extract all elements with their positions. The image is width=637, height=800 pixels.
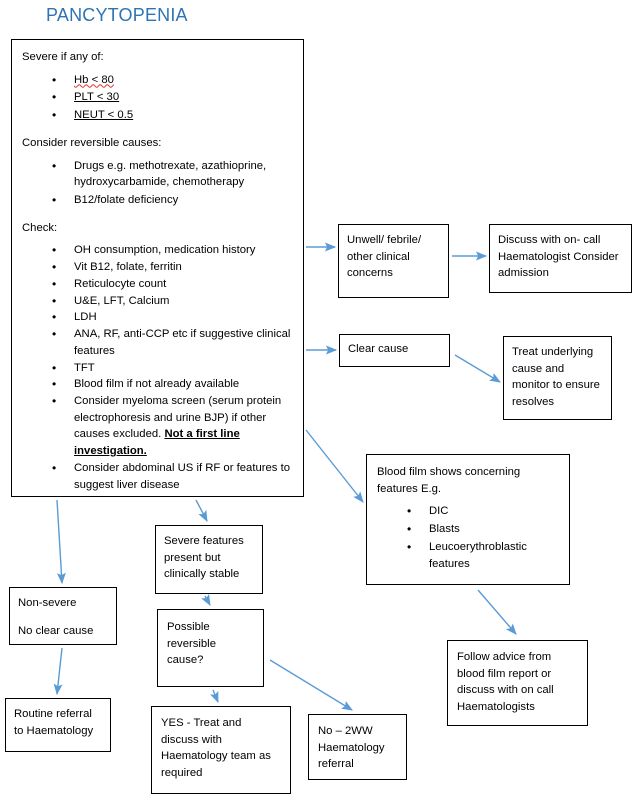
severe-features-text: Severe features present but clinically s… [164, 535, 244, 581]
list-item: Hb < 80 [52, 72, 293, 89]
routine-referral-box: Routine referral to Haematology [5, 698, 111, 752]
list-item: Vit B12, folate, ferritin [52, 259, 293, 276]
clear-cause-box: Clear cause [339, 334, 450, 367]
no-2ww-text: No – 2WW Haematology referral [318, 725, 385, 771]
unwell-text: Unwell/ febrile/ other clinical concerns [347, 234, 422, 280]
arrow-nonsevere-to-routine [53, 647, 63, 696]
arrow-bloodfilm-to-follow [477, 589, 517, 635]
list-item: DIC [407, 503, 559, 520]
treat-underlying-cause-box: Treat underlying cause and monitor to en… [503, 336, 612, 420]
list-item: B12/folate deficiency [52, 192, 293, 209]
follow-advice-box: Follow advice from blood film report or … [447, 640, 588, 726]
possible-reversible-cause-box: Possible reversible cause? [157, 609, 264, 687]
clear-cause-text: Clear cause [348, 343, 409, 355]
check-list: OH consumption, medication history Vit B… [22, 242, 293, 493]
list-item: Consider myeloma screen (serum protein e… [52, 393, 293, 460]
discuss-haematologist-box: Discuss with on- call Haematologist Cons… [489, 224, 632, 293]
arrow-possible-to-yes [209, 689, 219, 704]
treat-text: Treat underlying cause and monitor to en… [512, 346, 600, 409]
list-item: ANA, RF, anti-CCP etc if suggestive clin… [52, 326, 293, 359]
reversible-causes-list: Drugs e.g. methotrexate, azathioprine, h… [22, 158, 293, 210]
arrow-clearcause-to-treat [454, 354, 501, 383]
list-item: U&E, LFT, Calcium [52, 293, 293, 310]
blood-film-heading: Blood film shows concerning features E.g… [377, 466, 521, 495]
list-item: TFT [52, 360, 293, 377]
list-item: Drugs e.g. methotrexate, azathioprine, h… [52, 158, 293, 191]
possible-reversible-text: Possible reversible cause? [167, 621, 216, 667]
check-heading: Check: [22, 221, 58, 234]
list-item: OH consumption, medication history [52, 242, 293, 259]
arrow-main-to-bloodfilm [305, 429, 364, 503]
non-severe-box: Non-severe No clear cause [9, 587, 117, 645]
arrow-main-to-severefeatures [195, 499, 208, 522]
severe-features-stable-box: Severe features present but clinically s… [155, 525, 263, 594]
blood-film-feature-list: DIC Blasts Leucoerythroblastic features [377, 503, 559, 572]
follow-advice-text: Follow advice from blood film report or … [457, 651, 554, 714]
arrow-possible-to-no [269, 659, 353, 711]
page-title: PANCYTOPENIA [46, 5, 188, 25]
severe-heading: Severe if any of: [22, 51, 104, 63]
non-severe-line2: No clear cause [18, 624, 94, 637]
list-item: PLT < 30 [52, 89, 293, 106]
non-severe-line1: Non-severe [18, 597, 77, 609]
list-item: Consider abdominal US if RF or features … [52, 460, 293, 493]
list-item: Leucoerythroblastic features [407, 539, 559, 572]
routine-referral-text: Routine referral to Haematology [14, 708, 94, 737]
list-item: LDH [52, 309, 293, 326]
discuss-text: Discuss with on- call Haematologist Cons… [498, 234, 619, 280]
yes-treat-text: YES - Treat and discuss with Haematology… [161, 717, 271, 780]
list-item: NEUT < 0.5 [52, 107, 293, 124]
unwell-febrile-box: Unwell/ febrile/ other clinical concerns [338, 224, 449, 298]
arrow-main-to-nonsevere [56, 499, 66, 585]
list-item: Blasts [407, 521, 559, 538]
no-2ww-referral-box: No – 2WW Haematology referral [308, 714, 407, 780]
severe-criteria-list: Hb < 80 PLT < 30 NEUT < 0.5 [22, 72, 293, 125]
list-item: Reticulocyte count [52, 276, 293, 293]
reversible-heading: Consider reversible causes: [22, 136, 162, 149]
arrow-severefeatures-to-possible [201, 594, 211, 606]
list-item: Blood film if not already available [52, 376, 293, 393]
yes-treat-discuss-box: YES - Treat and discuss with Haematology… [151, 706, 291, 794]
blood-film-concerning-box: Blood film shows concerning features E.g… [366, 454, 570, 585]
main-assessment-box: Severe if any of: Hb < 80 PLT < 30 NEUT … [11, 39, 304, 497]
